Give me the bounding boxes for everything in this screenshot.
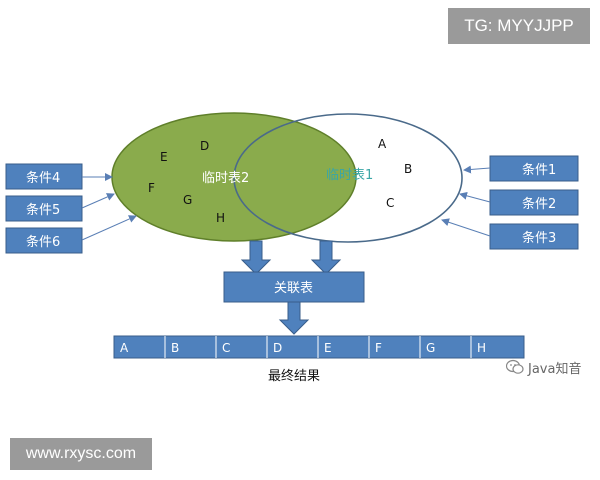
condition-6-box [5,227,83,254]
arrow-condition-5 [81,193,115,209]
temp-table-1-label: 临时表1 [326,168,373,183]
result-cell-f: F [375,341,382,355]
arrow-condition-1 [463,165,491,174]
result-cell-c: C [222,341,230,355]
condition-4-box [5,163,83,190]
result-cell-a: A [120,341,129,355]
condition-5-label: 条件5 [26,202,60,218]
result-cell-b: B [171,341,179,355]
temp-table-1-ellipse [233,113,463,243]
site-footer-badge: www.rxysc.com [10,438,152,470]
block-arrow-right [310,240,342,275]
join-table-box [223,271,365,303]
condition-3-label: 条件3 [522,230,556,246]
result-cell-g: G [426,341,435,355]
right-letter-c: C [386,196,394,210]
arrow-condition-3 [441,218,491,237]
block-arrow-left [240,240,272,275]
condition-1-box [489,155,579,182]
result-cell-e: E [324,341,332,355]
wechat-icon [506,359,524,374]
tg-badge: TG: MYYJJPP [448,8,590,44]
left-letter-g: G [183,193,192,207]
condition-1-label: 条件1 [522,162,556,178]
condition-6-label: 条件6 [26,234,60,250]
left-letter-h: H [216,211,225,225]
left-letter-f: F [148,181,155,195]
result-caption: 最终结果 [268,368,320,384]
watermark-text: Java知音 [528,361,582,377]
condition-2-label: 条件2 [522,196,556,212]
right-letter-a: A [378,137,387,151]
left-letter-e: E [160,150,168,164]
block-arrow-down [278,301,310,335]
condition-3-box [489,223,579,250]
temp-table-2-label: 临时表2 [202,171,249,186]
condition-4-label: 条件4 [26,170,60,186]
result-cell-h: H [477,341,486,355]
arrow-condition-6 [81,215,137,241]
join-table-label: 关联表 [274,281,313,296]
java-zhiyin-watermark: Java知音 [506,356,581,378]
left-letter-d: D [200,139,209,153]
condition-5-box [5,195,83,222]
result-cell-d: D [273,341,282,355]
condition-2-box [489,189,579,216]
arrow-condition-2 [459,191,491,203]
right-letter-b: B [404,162,412,176]
